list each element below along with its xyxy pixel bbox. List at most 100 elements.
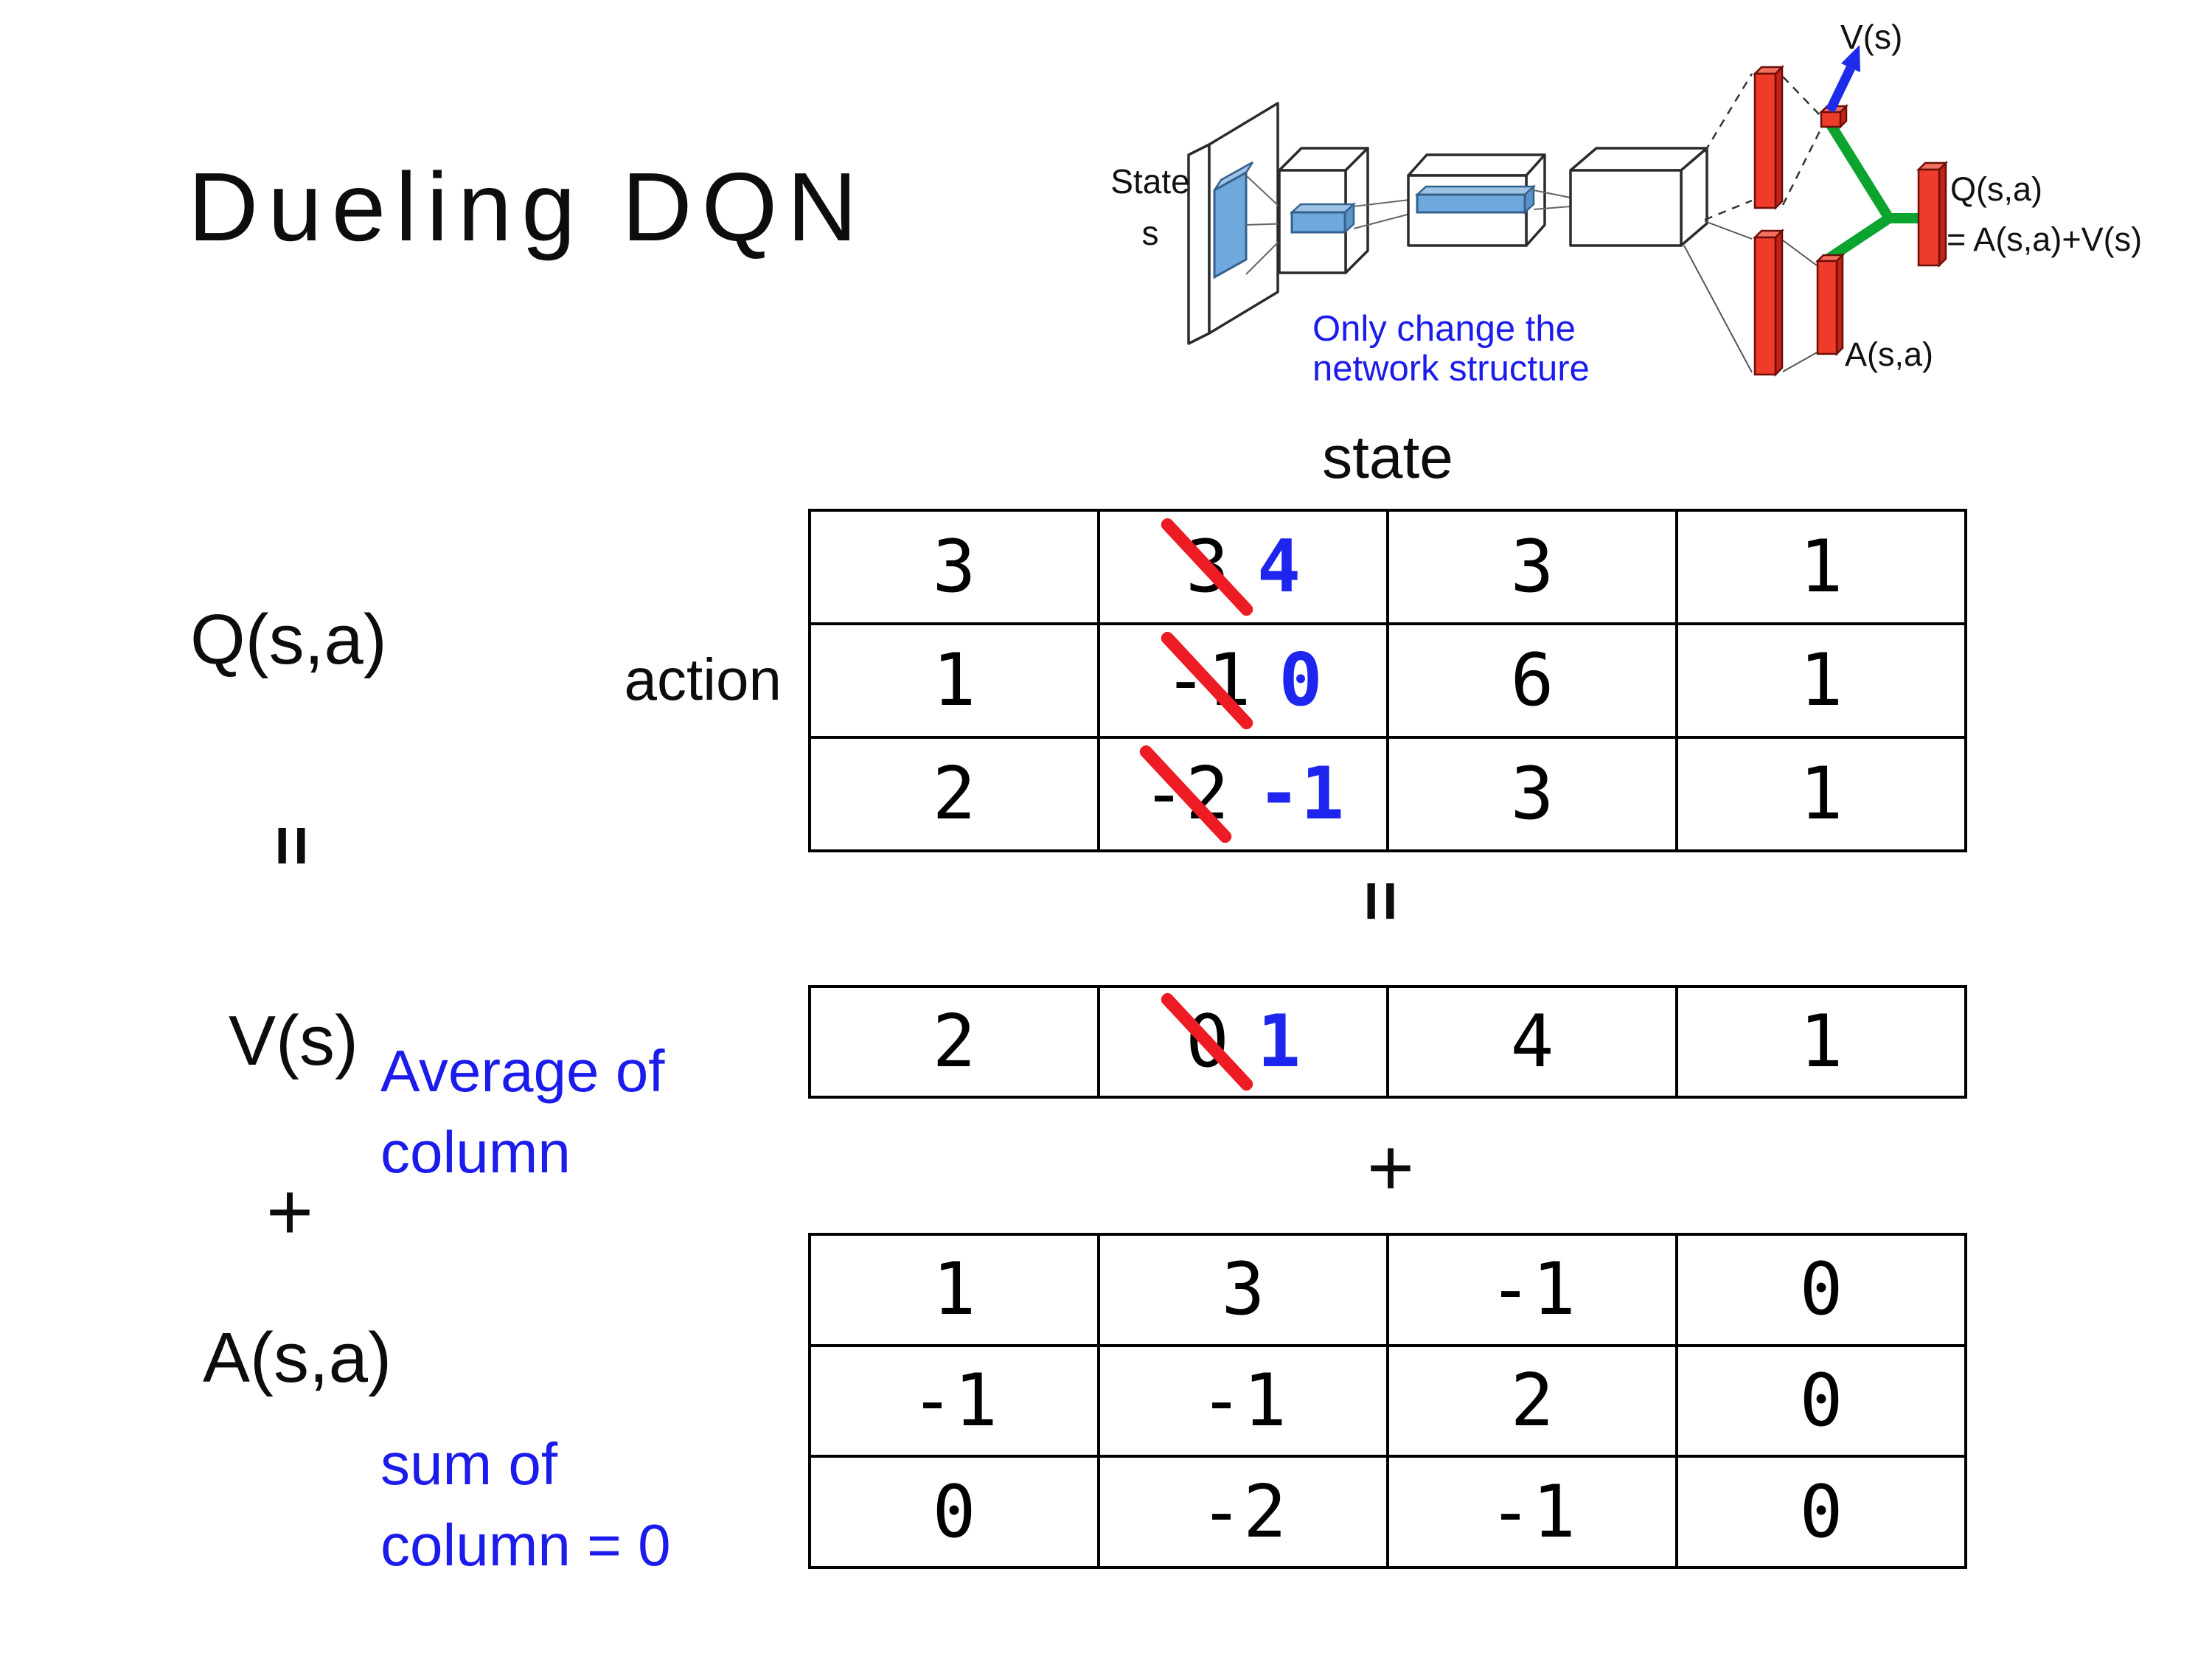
table-cell: 1 bbox=[1678, 512, 1964, 622]
table-cell: 0 bbox=[1678, 1458, 1964, 1566]
table-cell: 1 bbox=[1678, 739, 1964, 849]
v-function-label: V(s) bbox=[229, 1001, 358, 1080]
cell-new-value: 0 bbox=[1279, 639, 1323, 723]
action-row-label: action bbox=[624, 647, 782, 712]
table-cell: 2 bbox=[811, 739, 1097, 849]
table-cell: 0 bbox=[811, 1458, 1097, 1566]
diagram-qsa-formula: = A(s,a)+V(s) bbox=[1947, 220, 2142, 258]
cell-value: 2 bbox=[1510, 1358, 1554, 1443]
crossed-value-wrap: -2 bbox=[1137, 742, 1234, 846]
conv-fan-lines-3 bbox=[1533, 189, 1571, 210]
sum-note-line1: sum of bbox=[380, 1431, 558, 1497]
value-arrow-icon bbox=[1826, 45, 1860, 113]
cell-new-value: 4 bbox=[1257, 525, 1301, 609]
diagram-state-label-line2: s bbox=[1142, 214, 1159, 252]
cell-value: 3 bbox=[1510, 525, 1554, 609]
table-cell: 3 bbox=[1100, 1236, 1386, 1344]
cell-value: 0 bbox=[1799, 1358, 1843, 1443]
table-cell: -2 -1 bbox=[1100, 739, 1386, 849]
table-cell: 0 bbox=[1678, 1346, 1964, 1455]
table-cell: -2 bbox=[1100, 1458, 1386, 1566]
cell-value: -1 bbox=[1488, 1248, 1576, 1332]
table-cell: 1 bbox=[811, 1236, 1097, 1344]
diagram-vs-label: V(s) bbox=[1840, 18, 1902, 56]
input-plane-side bbox=[1187, 143, 1211, 345]
slide-title: Dueling DQN bbox=[188, 153, 867, 261]
cell-value: 1 bbox=[1799, 752, 1843, 836]
table-cell: 2 bbox=[811, 988, 1097, 1096]
equals-sign-left: = bbox=[253, 824, 332, 867]
average-note-line2: column bbox=[380, 1119, 571, 1185]
state-column-header: state bbox=[1322, 424, 1453, 491]
conv-filter bbox=[1213, 170, 1248, 279]
cell-value: 1 bbox=[1799, 525, 1843, 609]
table-cell: -1 bbox=[1389, 1236, 1675, 1344]
v-values-table: 20141 bbox=[808, 985, 1967, 1099]
fc-layer-box bbox=[1569, 147, 1708, 247]
advantage-vector-bar bbox=[1815, 252, 1846, 357]
cell-value: 0 bbox=[932, 1470, 976, 1554]
cell-value: 2 bbox=[932, 1000, 976, 1084]
crossed-value-wrap: 3 bbox=[1158, 515, 1256, 619]
feature-slab-1 bbox=[1289, 202, 1357, 234]
table-cell: 2 bbox=[1389, 1346, 1675, 1455]
cell-new-value: 1 bbox=[1257, 1000, 1301, 1084]
average-of-column-note: Average of column bbox=[380, 1031, 664, 1193]
table-cell: 4 bbox=[1389, 988, 1675, 1096]
cell-value: -2 bbox=[1199, 1470, 1287, 1554]
a-values-table: 1 3 -1 0 -1 -1 2 0 0 -2 -1 0 bbox=[808, 1233, 1967, 1569]
cell-new-value: -1 bbox=[1257, 752, 1345, 836]
q-function-label: Q(s,a) bbox=[190, 600, 387, 679]
cell-value: 3 bbox=[1510, 752, 1554, 836]
table-cell: 6 bbox=[1389, 625, 1675, 736]
table-cell: -1 bbox=[1100, 1346, 1386, 1455]
table-cell: -1 0 bbox=[1100, 625, 1386, 736]
cell-value: 3 bbox=[932, 525, 976, 609]
q-output-bar bbox=[1916, 160, 1949, 268]
cell-value: 4 bbox=[1510, 1000, 1554, 1084]
cell-value: 1 bbox=[1799, 639, 1843, 723]
fc-red-bar-advantage bbox=[1752, 228, 1785, 378]
fc-red-bar-value bbox=[1752, 64, 1785, 211]
sum-of-column-note: sum of column = 0 bbox=[380, 1424, 671, 1586]
network-diagram: State s Only change the network structur… bbox=[1110, 18, 2142, 389]
equals-sign-center: = bbox=[1342, 880, 1421, 922]
cell-value: 1 bbox=[932, 1248, 976, 1332]
diagram-note-line1: Only change the bbox=[1312, 309, 1576, 349]
table-cell: -1 bbox=[811, 1346, 1097, 1455]
cell-value: -1 bbox=[1199, 1358, 1287, 1443]
diagram-qsa-label: Q(s,a) bbox=[1950, 170, 2042, 208]
table-cell: 01 bbox=[1100, 988, 1386, 1096]
crossed-value-wrap: -1 bbox=[1158, 629, 1256, 732]
diagram-asa-label: A(s,a) bbox=[1845, 335, 1933, 373]
table-cell: 3 bbox=[811, 512, 1097, 622]
crossed-value-wrap: 0 bbox=[1158, 990, 1256, 1093]
plus-sign-left: + bbox=[265, 1166, 314, 1257]
table-cell: 3 bbox=[1389, 739, 1675, 849]
merge-green-connector bbox=[1820, 121, 1924, 267]
table-cell: 3 bbox=[1389, 512, 1675, 622]
cell-value: 0 bbox=[1799, 1248, 1843, 1332]
sum-note-line2: column = 0 bbox=[380, 1512, 671, 1578]
value-stream-dashed-lines bbox=[1703, 73, 1824, 221]
cell-value: -1 bbox=[910, 1358, 998, 1443]
table-cell: 1 bbox=[1678, 988, 1964, 1096]
a-function-label: A(s,a) bbox=[203, 1318, 392, 1397]
conv-fan-lines-2 bbox=[1353, 198, 1416, 229]
cell-value: 6 bbox=[1510, 639, 1554, 723]
table-cell: 1 bbox=[1678, 625, 1964, 736]
cell-value: 0 bbox=[1799, 1470, 1843, 1554]
average-note-line1: Average of bbox=[380, 1038, 665, 1104]
diagram-note-line2: network structure bbox=[1312, 349, 1590, 389]
feature-slab-2 bbox=[1414, 184, 1537, 215]
diagram-state-label-line1: State bbox=[1110, 162, 1189, 201]
cell-value: 2 bbox=[932, 752, 976, 836]
table-cell: 1 bbox=[811, 625, 1097, 736]
cell-value: -1 bbox=[1488, 1470, 1576, 1554]
cell-value: 1 bbox=[1799, 1000, 1843, 1084]
plus-sign-center: + bbox=[1366, 1121, 1415, 1213]
table-cell: 34 bbox=[1100, 512, 1386, 622]
table-cell: -1 bbox=[1389, 1458, 1675, 1566]
